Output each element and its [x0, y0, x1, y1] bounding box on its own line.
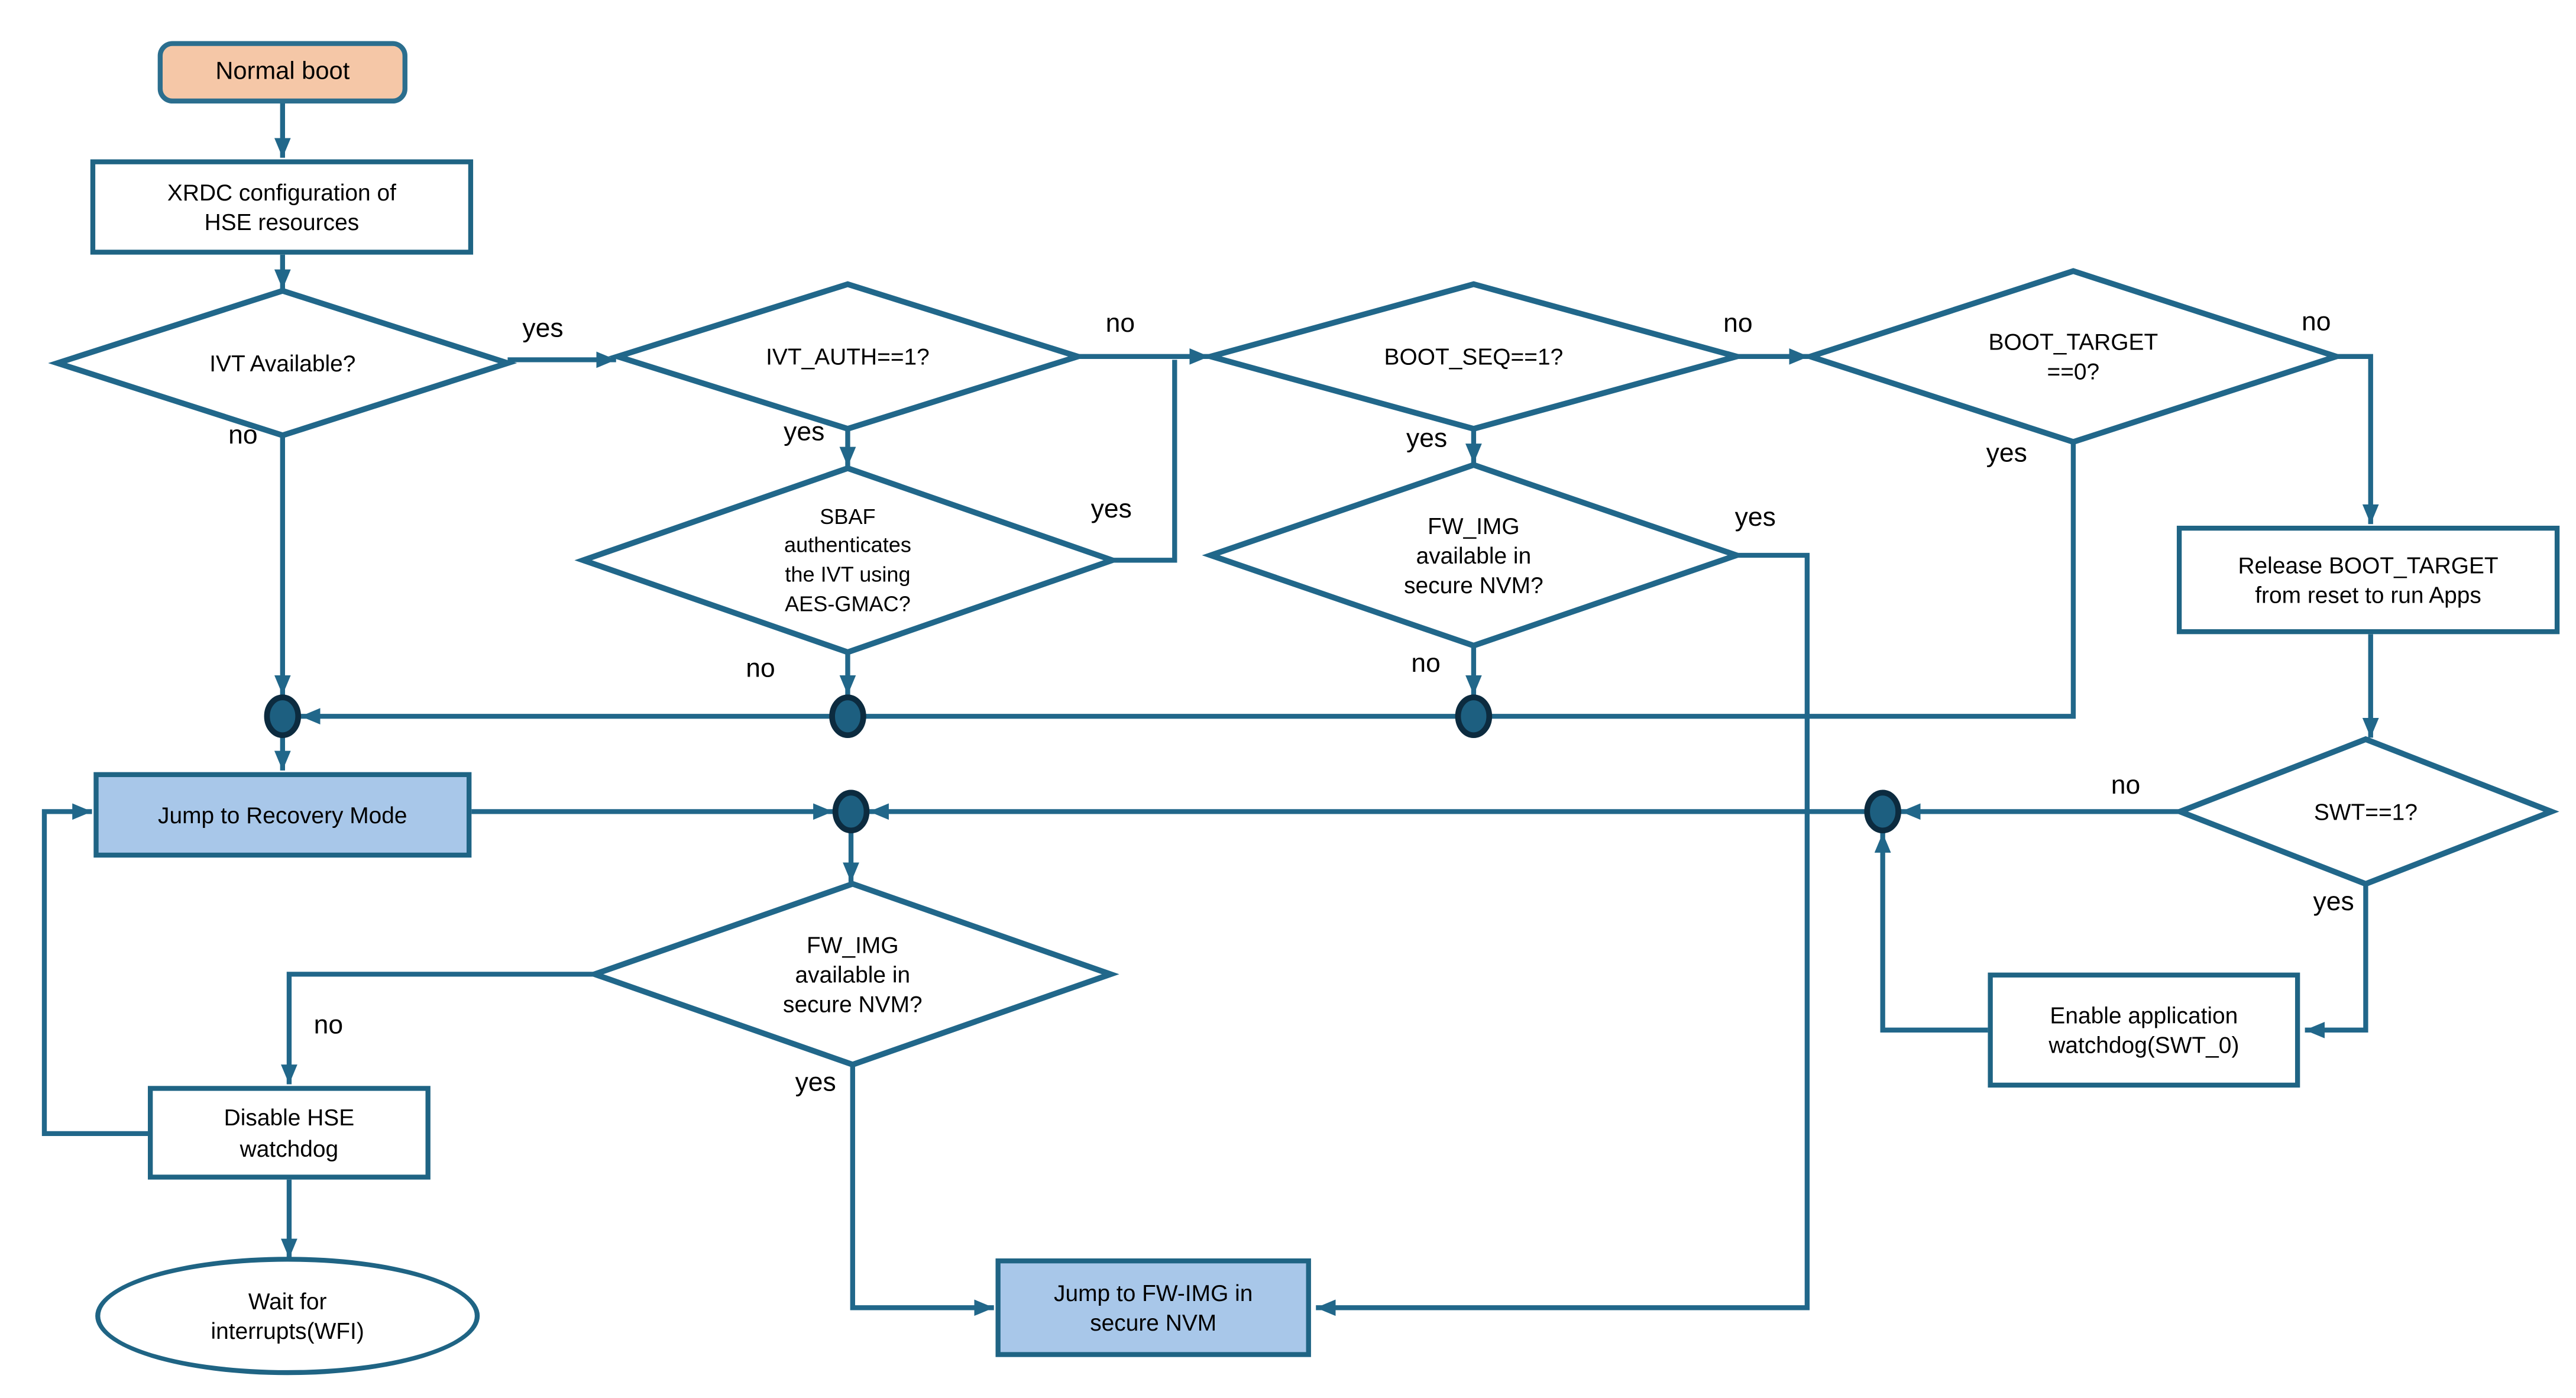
node-fw-img-bottom-label: FW_IMG available in secure NVM?: [783, 931, 923, 1017]
edge-label-sbaf-yes: yes: [1090, 496, 1132, 525]
node-release-boot-target: Release BOOT_TARGET from reset to run Ap…: [2176, 525, 2560, 635]
node-jump-recovery-mode: Jump to Recovery Mode: [93, 772, 472, 858]
edge-boottarget-yes-merge: [300, 442, 2076, 725]
node-boot-target-label: BOOT_TARGET ==0?: [1988, 328, 2158, 385]
junction-dot-swt-row: [1864, 789, 1901, 834]
node-shape-fw-img-top: [1202, 462, 1746, 649]
edge-label-boot-target-no: no: [2302, 309, 2331, 337]
edge-swt-yes: [2305, 884, 2368, 1038]
node-boot-seq-label: BOOT_SEQ==1?: [1384, 343, 1564, 370]
edge-label-ivt-available-no: no: [228, 422, 258, 451]
node-shape-swt: [2172, 736, 2559, 887]
node-swt-label: SWT==1?: [2313, 798, 2418, 825]
node-shape-sbaf: [574, 465, 1121, 656]
edge-fwimgbottom-yes: [850, 1064, 994, 1316]
edge-label-fw-img-top-no: no: [1411, 651, 1441, 679]
edge-fwimgtop-yes: [1316, 552, 1810, 1316]
node-disable-hse-watchdog: Disable HSE watchdog: [148, 1086, 431, 1180]
node-shape-ivt-available: [48, 287, 517, 439]
edge-label-swt-no: no: [2111, 772, 2141, 800]
node-wait-for-interrupts: Wait for interrupts(WFI): [95, 1257, 480, 1376]
node-shape-fw-img-bottom: [585, 881, 1119, 1068]
edge-disablehse-to-recovery: [41, 803, 148, 1137]
edge-label-boot-seq-yes: yes: [1406, 425, 1448, 454]
edge-boottarget-no: [2336, 354, 2379, 525]
node-jump-fw-img: Jump to FW-IMG in secure NVM: [995, 1258, 1311, 1357]
node-shape-boot-seq: [1200, 281, 1747, 432]
edge-label-swt-yes: yes: [2313, 888, 2354, 917]
node-shape-boot-target: [1801, 268, 2346, 445]
node-ivt-available-label: IVT Available?: [209, 350, 356, 376]
edge-label-ivt-auth-no: no: [1105, 310, 1135, 339]
edge-label-sbaf-no: no: [746, 655, 775, 684]
edge-label-fw-img-bottom-yes: yes: [795, 1069, 836, 1098]
edge-label-boot-seq-no: no: [1723, 310, 1753, 339]
node-sbaf-label: SBAF authenticates the IVT using AES-GMA…: [784, 504, 911, 616]
edge-sbaf-yes: [1112, 360, 1177, 563]
junction-dot-fwimg-no: [1455, 694, 1493, 739]
node-fw-img-top-label: FW_IMG available in secure NVM?: [1404, 512, 1543, 598]
edge-enablewd-to-junction: [1874, 833, 1988, 1033]
junction-dot-recovery-row: [832, 789, 870, 834]
node-enable-application-watchdog: Enable application watchdog(SWT_0): [1988, 972, 2300, 1088]
edge-label-ivt-available-yes: yes: [522, 315, 564, 344]
node-xrdc-configuration: XRDC configuration of HSE resources: [90, 159, 474, 255]
node-ivt-auth-label: IVT_AUTH==1?: [766, 343, 930, 370]
junction-dot-sbaf-no: [829, 694, 866, 739]
edge-label-fw-img-top-yes: yes: [1734, 504, 1776, 533]
edge-label-fw-img-bottom-no: no: [313, 1012, 344, 1040]
junction-dot-left: [264, 694, 302, 739]
edge-label-ivt-auth-yes: yes: [784, 419, 825, 447]
edge-label-boot-target-yes: yes: [1986, 440, 2027, 468]
edge-fwimgbottom-no: [281, 972, 595, 1085]
node-normal-boot: Normal boot: [157, 41, 407, 104]
node-shape-ivt-auth: [608, 281, 1088, 432]
